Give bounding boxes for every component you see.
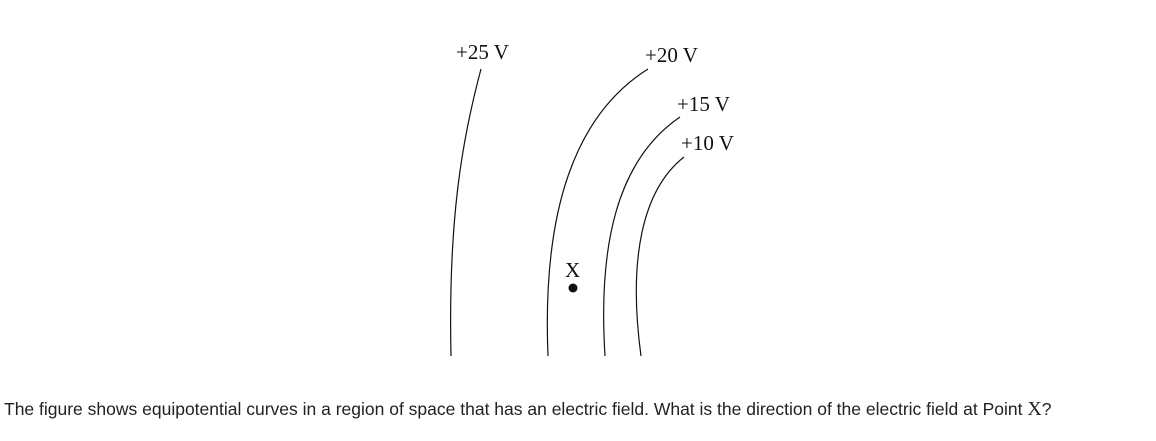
curve-label-10v: +10 V xyxy=(681,131,734,155)
equipotential-curve-15v xyxy=(603,116,681,357)
question-point-symbol: X xyxy=(1027,398,1042,420)
question-text-main: The figure shows equipotential curves in… xyxy=(4,399,1028,419)
curve-label-25v: +25 V xyxy=(456,40,509,64)
equipotential-svg: +25 V +20 V +15 V +10 V X xyxy=(450,40,734,357)
equipotential-curve-20v xyxy=(546,68,649,357)
point-label: X xyxy=(565,258,580,282)
question-text-end: ? xyxy=(1041,399,1052,419)
equipotential-diagram: +25 V +20 V +15 V +10 V X xyxy=(450,40,734,357)
equipotential-curve-10v xyxy=(635,156,685,357)
point-x-dot xyxy=(568,283,578,293)
equipotential-curve-25v xyxy=(450,68,482,357)
curve-label-20v: +20 V xyxy=(645,43,698,67)
curve-label-15v: +15 V xyxy=(677,92,730,116)
question-text: The figure shows equipotential curves in… xyxy=(4,398,1154,421)
